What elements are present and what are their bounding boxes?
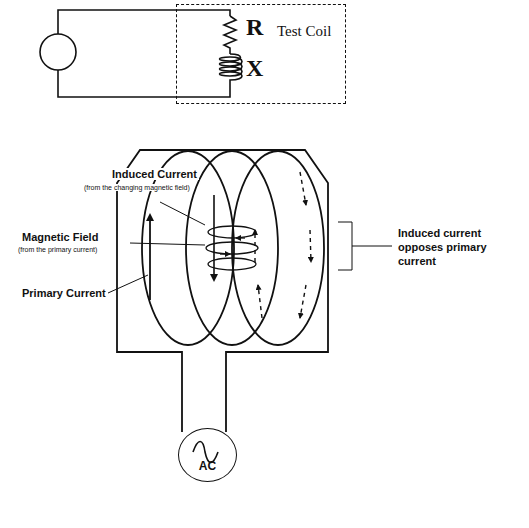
wire	[58, 70, 230, 97]
component-letter: X	[244, 55, 265, 82]
callout-label: Induced current opposes primary current	[396, 226, 512, 268]
callout-note: (from the changing magnetic field)	[82, 184, 192, 191]
leader-line	[108, 202, 392, 293]
resistor-symbol	[224, 16, 236, 54]
wire	[58, 10, 230, 34]
primary-current-arrow	[149, 215, 151, 300]
coil-windings	[142, 151, 324, 345]
node-text: AC	[179, 459, 236, 473]
probe-housing	[117, 150, 328, 432]
opposing-current-arrows	[255, 172, 311, 318]
ac-source: AC	[178, 428, 237, 482]
magnetic-field-lines	[206, 226, 258, 270]
callout-note: (from the primary current)	[16, 246, 99, 253]
source-symbol	[40, 34, 76, 70]
callout-label: Induced Current	[110, 168, 199, 180]
inductor-symbol	[220, 54, 243, 86]
node-text: Test Coil	[277, 23, 337, 40]
callout-label: Primary Current	[20, 287, 108, 299]
component-letter: R	[244, 14, 265, 41]
callout-label: Magnetic Field	[20, 231, 100, 243]
